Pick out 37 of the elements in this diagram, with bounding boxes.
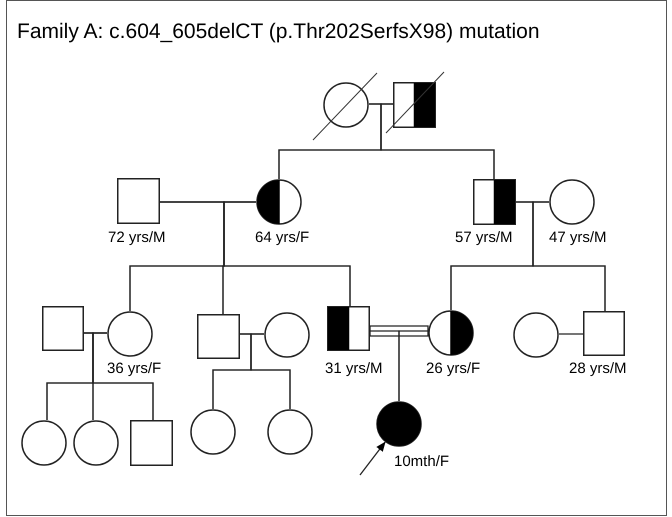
square-symbol xyxy=(42,306,84,351)
square-symbol xyxy=(117,178,160,224)
square-symbol xyxy=(197,314,240,359)
age-sex-label: 57 yrs/M xyxy=(455,229,513,247)
consanguinity-line xyxy=(369,325,429,337)
half-filled-circle-symbol xyxy=(256,179,302,225)
descent-line xyxy=(532,201,606,311)
age-sex-label: 64 yrs/F xyxy=(255,229,310,247)
age-sex-label: 72 yrs/M xyxy=(108,229,166,247)
half-filled-square-symbol xyxy=(327,306,370,351)
age-sex-label: 47 yrs/M xyxy=(549,229,607,247)
proband-arrow xyxy=(359,441,386,476)
descent-line xyxy=(223,201,351,306)
half-filled-circle-symbol xyxy=(428,310,474,356)
circle-symbol xyxy=(107,311,153,357)
age-sex-label: 36 yrs/F xyxy=(107,360,162,378)
circle-symbol xyxy=(549,179,595,225)
age-sex-label: 28 yrs/M xyxy=(569,360,627,378)
half-filled-square-symbol xyxy=(393,82,436,128)
circle-symbol xyxy=(267,409,313,455)
descent-line xyxy=(398,330,428,401)
age-sex-label: 31 yrs/M xyxy=(325,360,383,378)
square-symbol xyxy=(130,420,173,466)
circle-symbol xyxy=(21,420,67,466)
circle-symbol xyxy=(73,420,119,466)
filled-circle-symbol xyxy=(376,401,422,447)
age-sex-label: 26 yrs/F xyxy=(426,360,480,378)
title: Family A: c.604_605delCT (p.Thr202SerfsX98) mutation xyxy=(17,19,540,45)
half-filled-square-symbol xyxy=(473,179,516,225)
circle-symbol xyxy=(190,409,236,455)
circle-symbol xyxy=(513,312,559,358)
circle-symbol xyxy=(264,312,310,358)
descent-line xyxy=(250,333,291,409)
marriage-line xyxy=(559,333,583,335)
circle-symbol xyxy=(323,82,369,128)
age-sex-label: 10mth/F xyxy=(394,453,450,471)
square-symbol xyxy=(583,311,625,356)
